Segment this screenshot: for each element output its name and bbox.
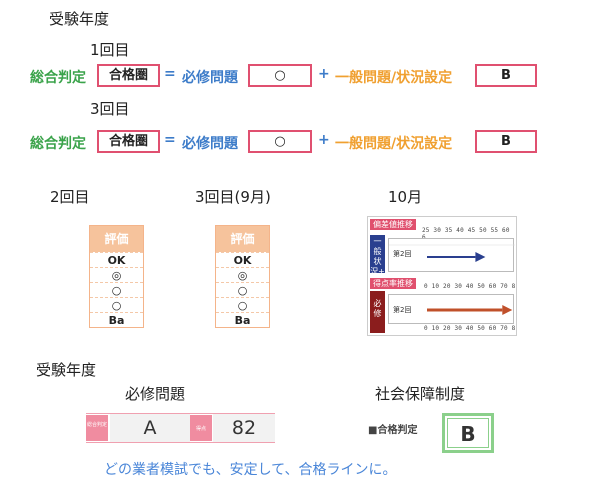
eval-row: OK xyxy=(90,252,143,267)
score-rate-plot: 第2回 xyxy=(388,294,514,324)
eval-row: ○ xyxy=(216,282,269,297)
total-judgment-label: 総合判定 xyxy=(30,70,86,86)
general-value-2: B xyxy=(475,130,537,153)
deviation-scale: 25 30 35 40 45 50 55 60 6 xyxy=(422,227,510,241)
score-rate-title: 得点率推移 xyxy=(370,278,416,289)
eval-header: 評価 xyxy=(90,226,143,252)
round3-sep-label: 3回目(9月) xyxy=(195,188,271,206)
eval-row: Ba xyxy=(216,312,269,327)
round1-label: 1回目 xyxy=(90,41,130,59)
deviation-title: 偏差値推移 xyxy=(370,219,416,230)
score-rate-round-label: 第2回 xyxy=(393,306,412,314)
deviation-plot: 第2回 xyxy=(388,238,515,272)
score-rate-scale-top: 0 10 20 30 40 50 60 70 8 xyxy=(424,283,516,290)
required-value: ○ xyxy=(248,64,312,87)
tagline: どの業者模試でも、安定して、合格ラインに。 xyxy=(104,462,397,478)
eval-card-round3: 評価 OK ◎ ○ ○ Ba xyxy=(215,225,270,328)
pass-judgment-box: B xyxy=(442,413,494,453)
total-judgment-value-2: 合格圏 xyxy=(97,130,160,153)
eval-row: OK xyxy=(216,252,269,267)
eval-row: ○ xyxy=(216,297,269,312)
deviation-arrow-head xyxy=(475,252,486,262)
grade-small-label: 総合判定 xyxy=(86,415,108,441)
score-value: 82 xyxy=(213,414,275,442)
eval-row: ○ xyxy=(90,297,143,312)
grade-value: A xyxy=(110,414,190,442)
plus-sign: + xyxy=(318,66,330,82)
score-strip: 総合判定 A 得点 82 xyxy=(86,413,275,443)
general-label: 一般問題/状況設定 xyxy=(335,70,453,86)
eval-header: 評価 xyxy=(216,226,269,252)
equals-sign: = xyxy=(164,66,176,82)
total-judgment-label-2: 総合判定 xyxy=(30,136,86,152)
deviation-round-label: 第2回 xyxy=(393,250,412,258)
pass-judgment-value: B xyxy=(447,418,489,448)
bottom-exam-year-label: 受験年度 xyxy=(36,361,97,379)
required-label-2: 必修問題 xyxy=(182,136,238,152)
general-value: B xyxy=(475,64,537,87)
equals-sign-2: = xyxy=(164,132,176,148)
pass-judgment-label: ■合格判定 xyxy=(368,425,418,436)
eval-row: ○ xyxy=(90,282,143,297)
trend-chart: 偏差値推移 25 30 35 40 45 50 55 60 6 一般状況+ 第2… xyxy=(367,216,517,336)
oct-label: 10月 xyxy=(388,188,423,206)
required-side-label: 必修 xyxy=(370,291,385,333)
plus-sign-2: + xyxy=(318,132,330,148)
eval-row: ◎ xyxy=(216,267,269,282)
exam-year-label: 受験年度 xyxy=(49,10,110,28)
required-value-2: ○ xyxy=(248,130,312,153)
eval-row: ◎ xyxy=(90,267,143,282)
general-label-2: 一般問題/状況設定 xyxy=(335,136,453,152)
score-rate-scale-bottom: 0 10 20 30 40 50 60 70 8 xyxy=(424,325,516,332)
required-title: 必修問題 xyxy=(125,385,186,403)
eval-card-round2: 評価 OK ◎ ○ ○ Ba xyxy=(89,225,144,328)
social-title: 社会保障制度 xyxy=(375,385,466,403)
round3-label: 3回目 xyxy=(90,100,130,118)
score-small-label: 得点 xyxy=(190,415,212,441)
total-judgment-value: 合格圏 xyxy=(97,64,160,87)
eval-row: Ba xyxy=(90,312,143,327)
score-rate-arrow-head xyxy=(502,305,513,315)
general-side-label: 一般状況+ xyxy=(370,235,385,276)
required-label: 必修問題 xyxy=(182,70,238,86)
round2-label: 2回目 xyxy=(50,188,90,206)
